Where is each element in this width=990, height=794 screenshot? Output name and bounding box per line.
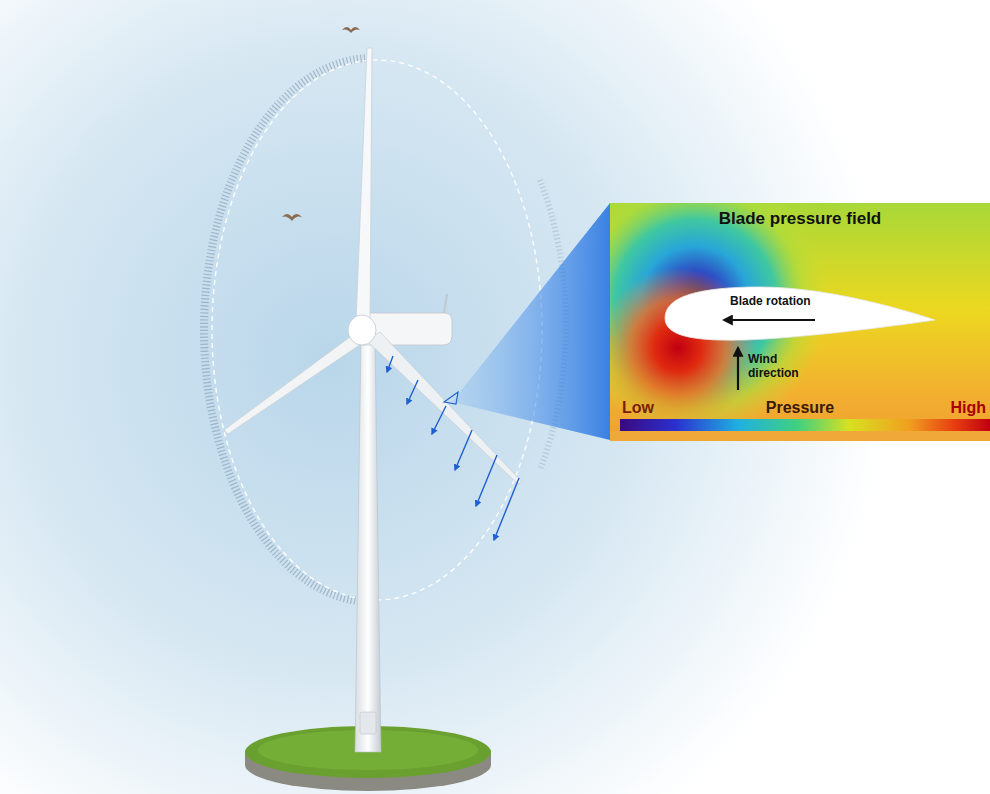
scale-high: High (950, 399, 986, 417)
inset-title: Blade pressure field (610, 209, 990, 229)
scale-low: Low (622, 399, 654, 417)
scale-title: Pressure (610, 399, 990, 417)
rotation-label: Blade rotation (730, 294, 811, 308)
wind-label: Wind direction (748, 352, 820, 380)
